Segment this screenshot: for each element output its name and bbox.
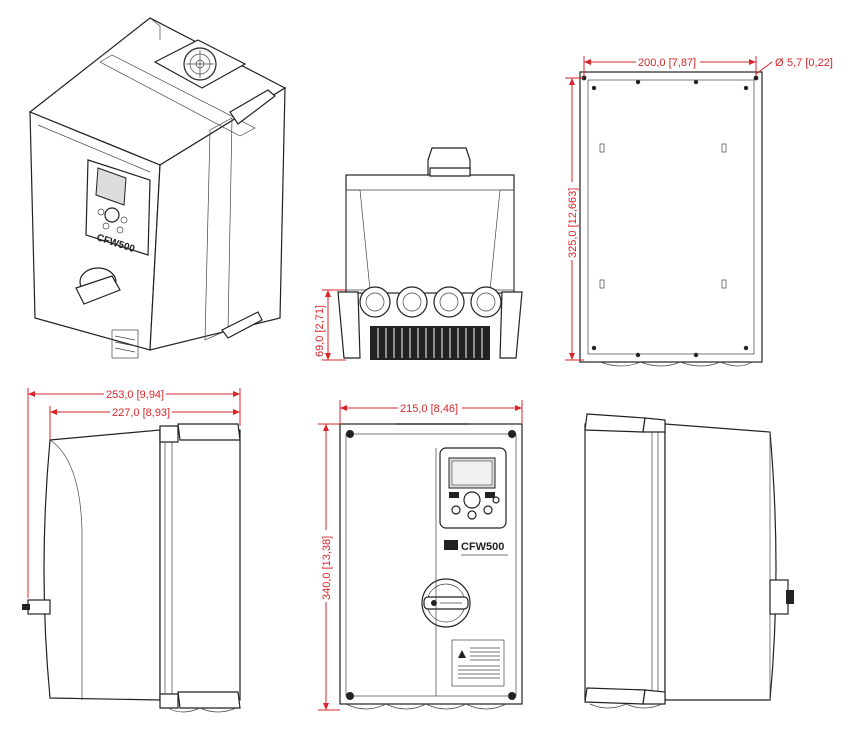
disconnect-switch <box>75 267 121 305</box>
hmi-keypad-panel <box>85 159 151 256</box>
front-brand-logo: CFW500 <box>461 541 504 553</box>
dim-side-depth-total: 253,0 [9,94] <box>106 389 164 401</box>
front-hmi-keypad <box>439 447 507 529</box>
cable-gland-4 <box>470 286 502 318</box>
fan-grille-icon <box>153 39 247 89</box>
isometric-view: CFW500 <box>28 17 287 359</box>
bottom-view: 69,0 [2,71] <box>314 147 523 361</box>
cable-gland-2 <box>396 286 428 318</box>
back-view: 200,0 [7,87] Ø 5,7 [0,22] 325,0 [12,663] <box>564 54 833 367</box>
left-side-view: 253,0 [9,94] 227,0 [8,93] <box>22 386 241 713</box>
dim-front-width: 215,0 [8,46] <box>400 403 458 415</box>
dim-side-depth-body: 227,0 [8,93] <box>112 407 170 419</box>
front-disconnect-switch <box>421 578 471 628</box>
warning-label <box>111 329 139 359</box>
dim-back-height: 325,0 [12,663] <box>567 188 579 258</box>
dim-gland-height: 69,0 [2,71] <box>314 305 326 357</box>
front-view: CFW500 215,0 [8,46] <box>318 400 523 711</box>
dim-front-height: 340,0 [13,38] <box>321 536 333 600</box>
diameter-symbol: Ø <box>775 57 784 69</box>
front-warning-label <box>451 639 505 687</box>
dim-hole-diameter: 5,7 [0,22] <box>787 57 833 69</box>
cable-gland-1 <box>359 286 391 318</box>
right-side-view <box>584 413 794 709</box>
cable-gland-3 <box>433 286 465 318</box>
dim-back-width: 200,0 [7,87] <box>638 57 696 69</box>
